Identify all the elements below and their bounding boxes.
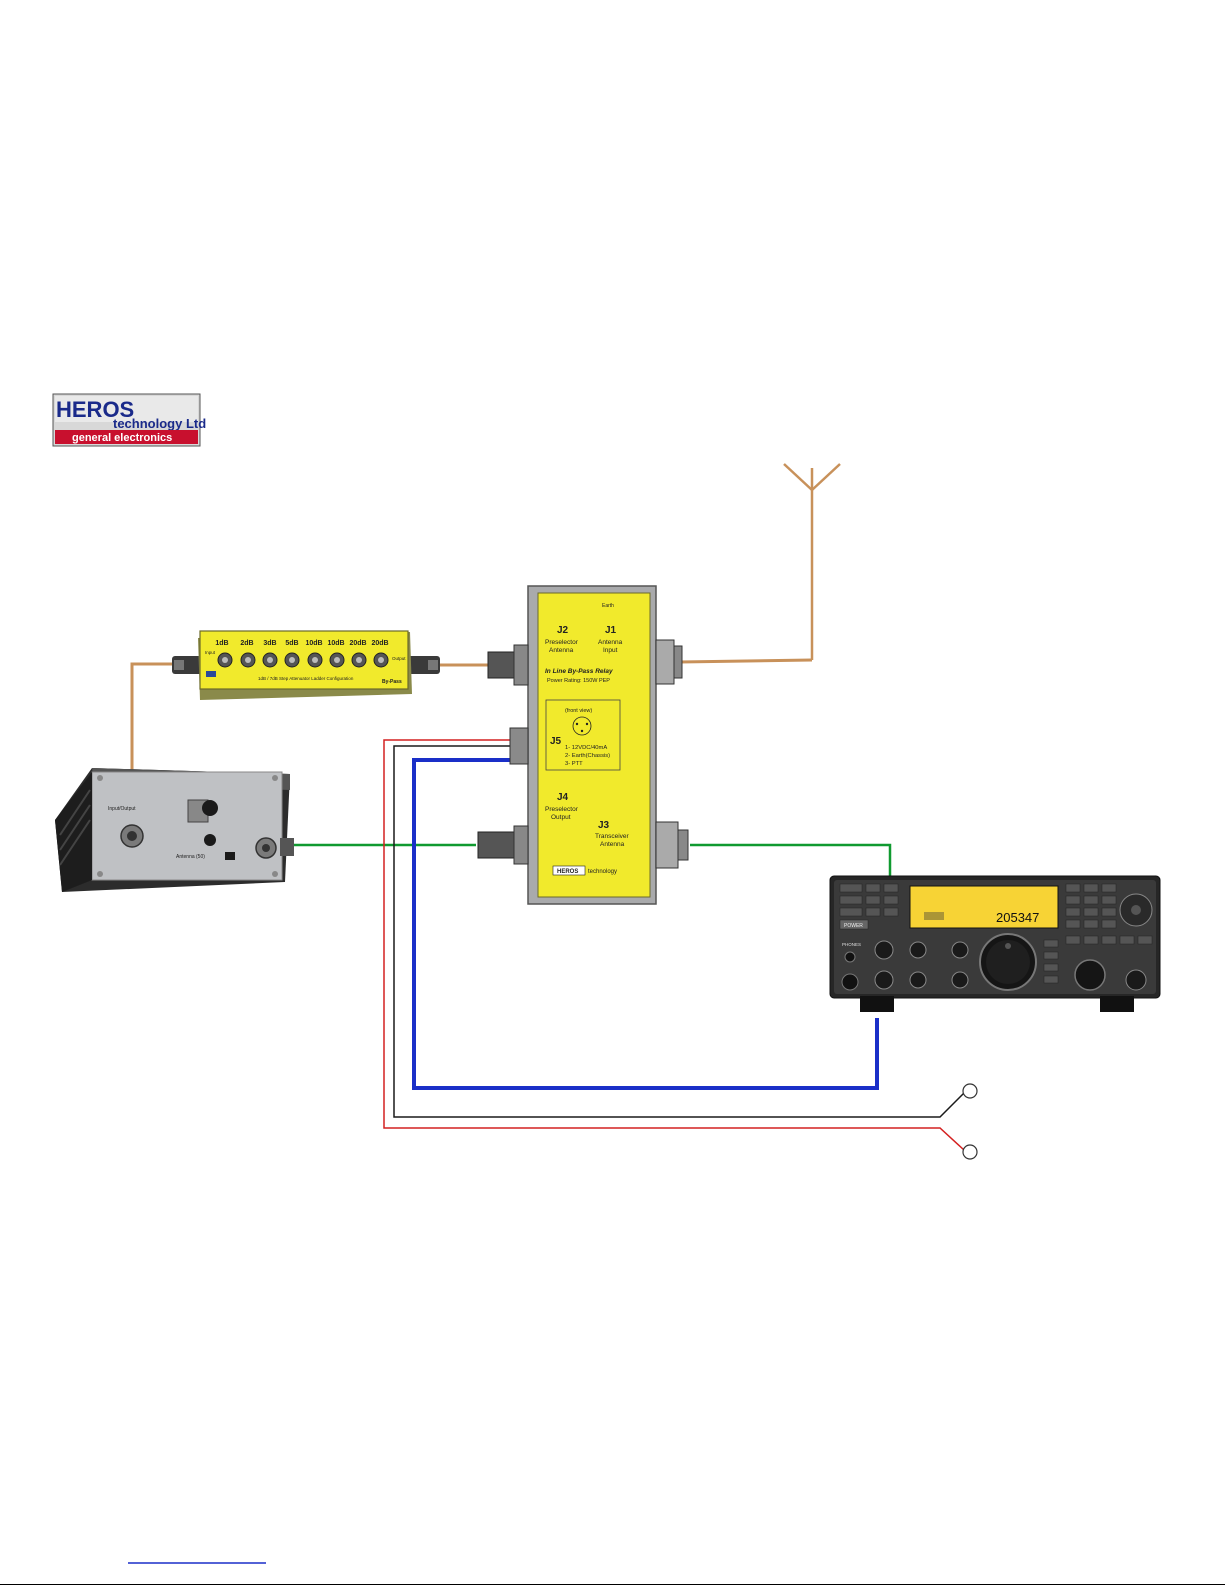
logo-line2: technology Ltd <box>113 416 206 431</box>
relay-j1-desc2: Input <box>603 647 618 654</box>
j5-connector[interactable] <box>509 727 529 765</box>
preselector-tune-knob[interactable] <box>202 800 218 816</box>
relay-pin3: 3- PTT <box>565 761 583 767</box>
relay-j2-desc1: Preselector <box>545 639 579 646</box>
j1-connector[interactable] <box>655 639 683 685</box>
heros-logo: HEROS technology Ltd general electronics <box>52 393 206 447</box>
relay-j2-label: J2 <box>557 625 569 636</box>
attenuator-step-label: 3dB <box>263 640 276 647</box>
relay-front-view: (front view) <box>565 708 592 714</box>
transceiver: POWER PHONES 205347 <box>829 875 1161 1012</box>
relay-power-rating: Power Rating: 150W PEP <box>547 678 610 684</box>
relay-title: In Line By-Pass Relay <box>545 668 613 675</box>
antenna-cable <box>679 658 813 664</box>
attenuator-output-label: Output <box>392 656 406 661</box>
ptt-cable <box>383 739 965 1151</box>
shift-knob[interactable] <box>909 941 927 959</box>
attenuator-bypass-label: By-Pass <box>382 679 402 685</box>
power-button[interactable] <box>839 919 869 930</box>
preselector-indicator <box>204 834 216 846</box>
attenuator-step-label: 10dB <box>327 640 344 647</box>
mic-connector[interactable] <box>841 973 859 991</box>
earth-cable <box>393 745 965 1118</box>
j4-connector[interactable] <box>477 825 529 865</box>
attenuator-switch[interactable]: 3dB <box>262 640 278 668</box>
relay-j4-desc2: Output <box>551 814 571 821</box>
width-knob[interactable] <box>951 941 969 959</box>
attenuator-input-label: Input <box>205 650 216 655</box>
step-attenuator: Input Output 1dB 2dB 3dB 5dB 10dB <box>172 630 440 700</box>
bypass-relay: Earth J2 Preselector Antenna J1 Antenna … <box>477 585 689 905</box>
phones-label: PHONES <box>842 942 861 947</box>
attenuator-switch[interactable]: 10dB <box>305 640 323 668</box>
attenuator-step-label: 20dB <box>371 640 388 647</box>
phones-jack[interactable] <box>844 951 856 963</box>
relay-j5-label: J5 <box>550 736 562 747</box>
af-rf-knob[interactable] <box>874 940 894 960</box>
attenuator-step-label: 1dB <box>215 640 228 647</box>
logo-line3: general electronics <box>72 432 172 444</box>
attenuator-switch[interactable]: 20dB <box>349 640 367 668</box>
attenuator-step-label: 20dB <box>349 640 366 647</box>
attenuator-switch[interactable]: 20dB <box>371 640 389 668</box>
relay-earth-label: Earth <box>602 603 614 609</box>
relay-pin2: 2- Earth(Chassis) <box>565 753 610 759</box>
preselector-label-out: Antenna (50) <box>176 854 205 860</box>
antenna-icon <box>783 463 841 660</box>
attenuator-switch[interactable]: 2dB <box>240 640 256 668</box>
relay-j4-desc1: Preselector <box>545 806 579 813</box>
logo-brand: HEROS <box>56 397 134 422</box>
speed-knob[interactable] <box>909 971 927 989</box>
radio-display <box>909 885 1059 929</box>
preselector-label-in: Input/Output <box>108 806 136 812</box>
power-button-label: POWER <box>844 923 863 929</box>
relay-j3-desc2: Antenna <box>600 841 625 848</box>
attenuator-switch[interactable]: 1dB <box>215 640 233 668</box>
j2-connector[interactable] <box>487 644 529 686</box>
relay-brand: HEROS <box>557 869 578 875</box>
attenuator-caption: 1dB / 7dB Step Attenuator Ladder Configu… <box>258 676 354 681</box>
attenuator-switch[interactable]: 10dB <box>327 640 345 668</box>
attenuator-step-label: 2dB <box>240 640 253 647</box>
sub-dial-knob[interactable] <box>1074 959 1106 991</box>
relay-j4-label: J4 <box>557 792 569 803</box>
j5-pin-diagram-icon <box>572 716 592 736</box>
rit-knob[interactable] <box>874 970 894 990</box>
relay-brand-suffix: technology <box>588 869 617 875</box>
relay-j3-label: J3 <box>598 820 610 831</box>
j3-connector[interactable] <box>655 821 689 869</box>
relay-j1-label: J1 <box>605 625 617 636</box>
relay-j2-desc2: Antenna <box>549 647 574 654</box>
attenuator-step-label: 10dB <box>305 640 322 647</box>
j3-to-transceiver-cable <box>690 843 892 878</box>
switch-terminal-top <box>962 1083 978 1099</box>
relay-j3-desc1: Transceiver <box>595 833 630 840</box>
relay-pin1: 1- 12VDC/40mA <box>565 745 607 751</box>
attenuator-step-label: 5dB <box>285 640 298 647</box>
attenuator-switch[interactable]: 5dB <box>284 640 300 668</box>
radio-frequency: 205347 <box>996 910 1039 925</box>
relay-j1-desc1: Antenna <box>598 639 623 646</box>
delay-knob[interactable] <box>951 971 969 989</box>
dc-supply-cable <box>412 758 879 1090</box>
multi-knob[interactable] <box>1125 969 1147 991</box>
switch-terminal-bottom <box>962 1144 978 1160</box>
attenuator-maker-badge <box>206 671 216 677</box>
preselector-unit: Input/Output Antenna (50) <box>55 768 294 892</box>
